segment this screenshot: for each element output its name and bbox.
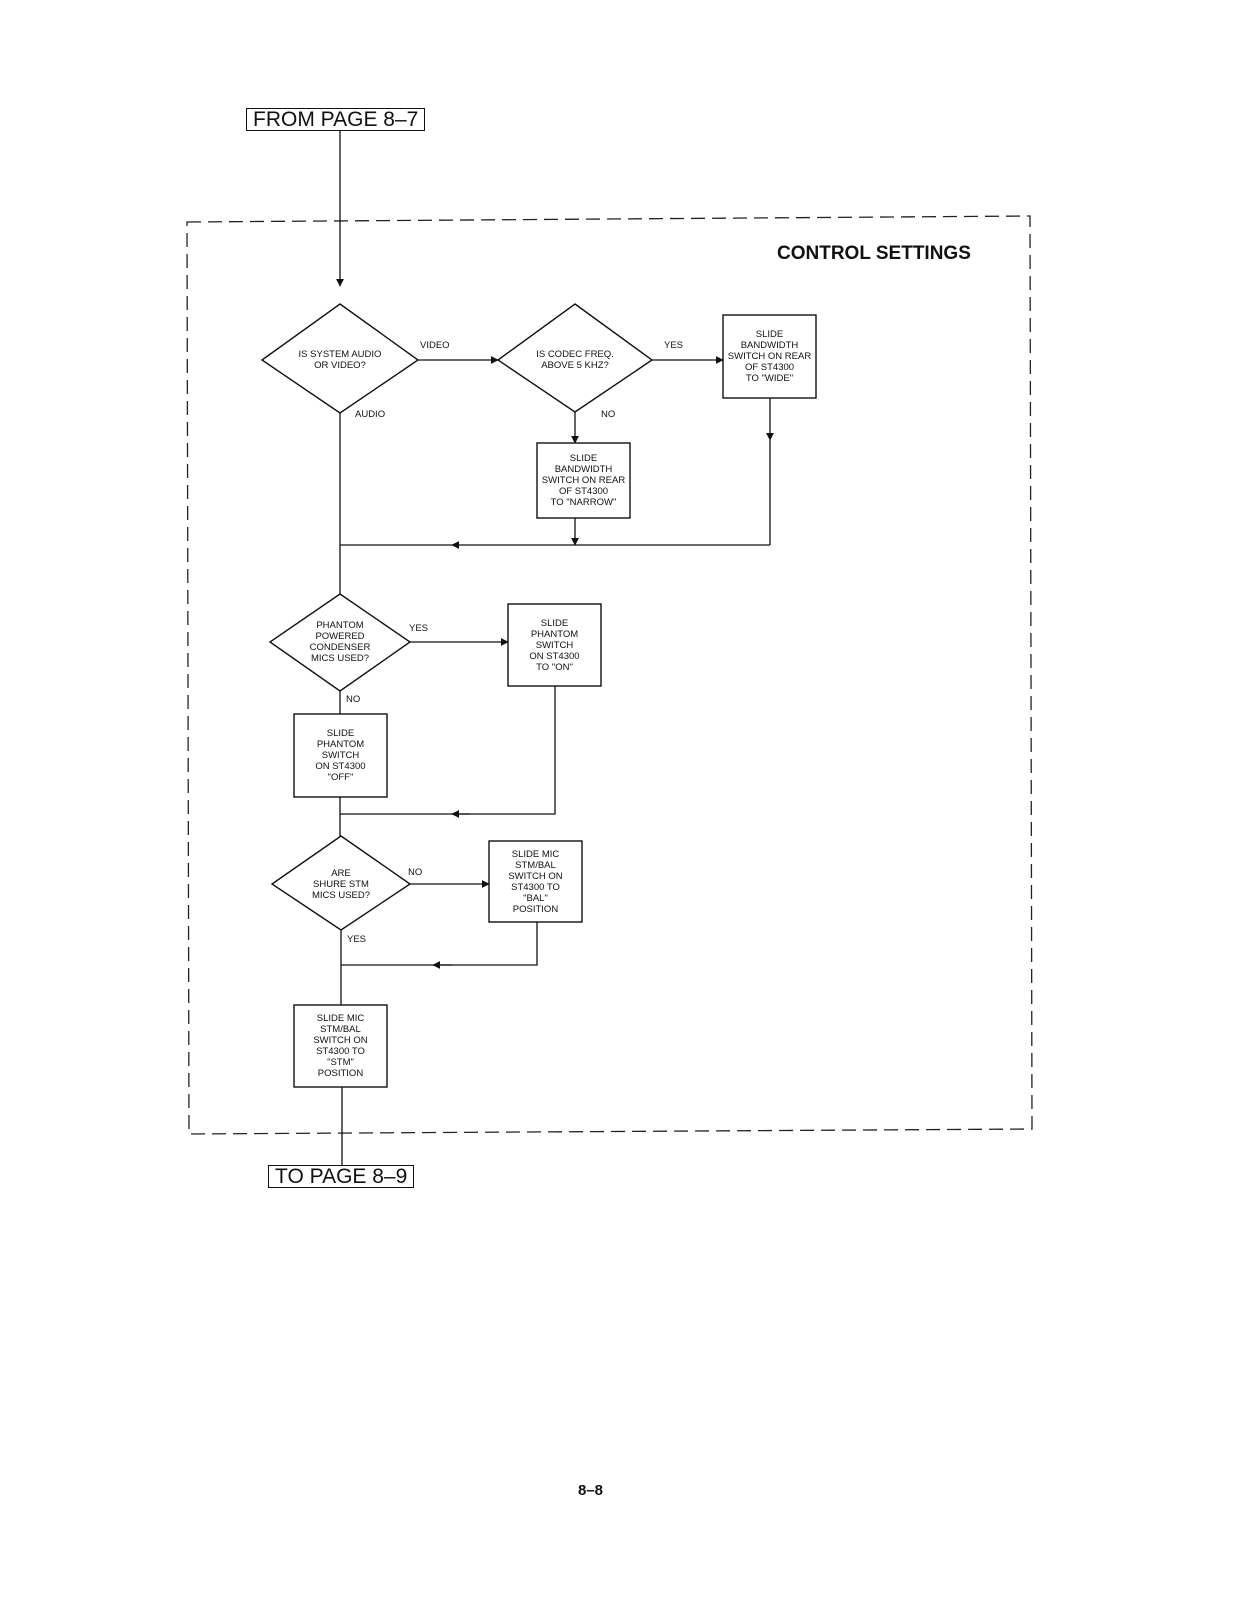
- process-bal-text: SLIDE MIC STM/BAL SWITCH ON ST4300 TO "B…: [508, 848, 563, 915]
- process-wide-text: SLIDE BANDWIDTH SWITCH ON REAR OF ST4300…: [727, 329, 812, 384]
- label-phantom-yes: YES: [409, 623, 429, 634]
- decision-audio-video-text: IS SYSTEM AUDIO OR VIDEO?: [298, 349, 382, 371]
- process-phantom-off: [293, 713, 388, 798]
- label-codec-yes: YES: [664, 340, 684, 351]
- process-stm: [293, 1004, 388, 1088]
- label-codec-no: NO: [601, 409, 616, 420]
- decision-codec: [496, 303, 654, 413]
- control-settings-boundary: [186, 215, 1033, 1135]
- decision-shure-text: ARE SHURE STM MICS USED?: [311, 867, 371, 901]
- process-bal: [488, 840, 583, 923]
- decision-phantom-text: PHANTOM POWERED CONDENSER MICS USED?: [309, 620, 371, 664]
- process-narrow: [536, 442, 631, 519]
- decision-phantom: [268, 593, 412, 692]
- label-shure-yes: YES: [347, 934, 367, 945]
- process-stm-text: SLIDE MIC STM/BAL SWITCH ON ST4300 TO "S…: [313, 1013, 368, 1079]
- process-wide: [722, 314, 817, 399]
- decision-audio-video: [260, 303, 420, 414]
- page-number: 8–8: [578, 1482, 604, 1499]
- process-narrow-text: SLIDE BANDWIDTH SWITCH ON REAR OF ST4300…: [541, 453, 626, 508]
- edge-bal-return: [435, 922, 538, 966]
- connector-to-page: TO PAGE 8–9: [268, 1165, 415, 1188]
- label-audio: AUDIO: [355, 409, 386, 420]
- connector-from-page: FROM PAGE 8–7: [246, 108, 426, 131]
- label-shure-no: NO: [408, 867, 423, 878]
- section-title: CONTROL SETTINGS: [777, 243, 971, 264]
- process-phantom-off-text: SLIDE PHANTOM SWITCH ON ST4300 "OFF": [315, 728, 366, 783]
- label-video: VIDEO: [420, 340, 450, 351]
- decision-shure: [270, 835, 412, 931]
- edge-phantom-on-return: [452, 686, 556, 815]
- decision-codec-text: IS CODEC FREQ. ABOVE 5 KHZ?: [536, 349, 614, 371]
- process-phantom-on: [507, 603, 602, 687]
- process-phantom-on-text: SLIDE PHANTOM SWITCH ON ST4300 TO "ON": [529, 617, 580, 673]
- label-phantom-no: NO: [346, 694, 361, 705]
